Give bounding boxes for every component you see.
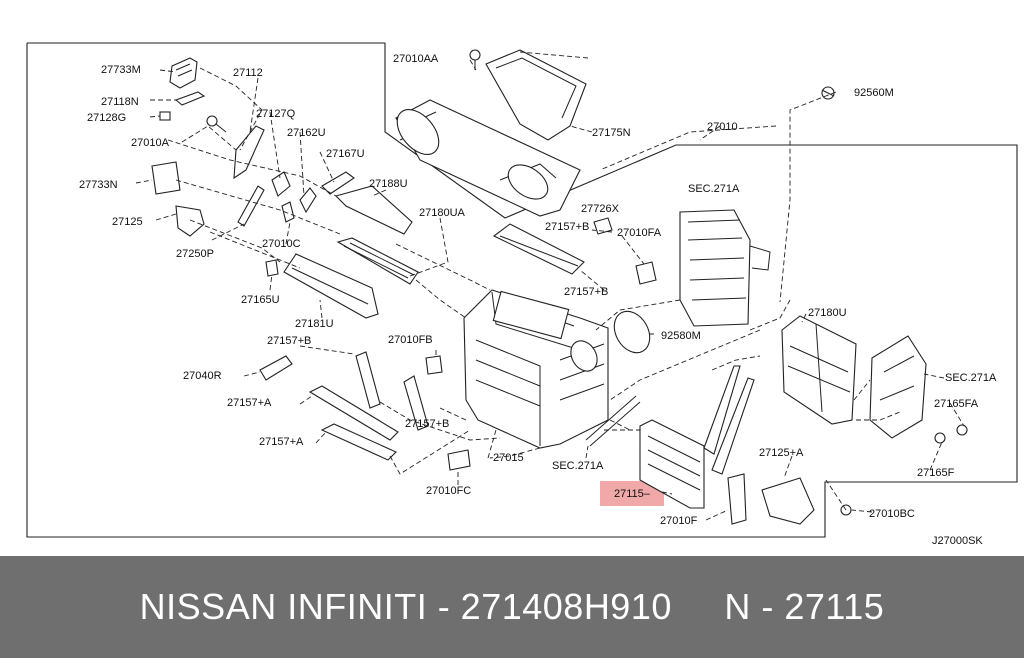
part-27010f [727,473,747,525]
label-27181u: 27181U [295,318,334,330]
label-27162u: 27162U [287,127,326,139]
part-27157a-lower [320,423,397,461]
leader-lines [135,51,965,521]
part-27733m [169,57,198,89]
label-27157a-2: 27157+A [259,436,304,448]
part-27157b-mid [403,375,429,431]
label-sec271a-1: SEC.271A [552,460,604,472]
label-27157b-3: 27157+B [564,286,608,298]
part-27165f [934,432,946,444]
label-27010fa: 27010FA [617,227,662,239]
part-92580m [613,310,651,354]
part-27188u [334,185,413,235]
label-27157b-1: 27157+B [267,335,311,347]
part-27165u [265,259,279,277]
label-27125a: 27125+A [759,447,804,459]
label-27112: 27112 [233,67,263,79]
part-27250p [237,185,265,227]
part-27010fa [635,261,657,285]
label-27167u: 27167U [326,148,365,160]
label-27180ua: 27180UA [419,207,466,219]
part-27010c [281,201,295,223]
label-92580m: 92580M [661,330,701,342]
label-27157b-2: 27157+B [405,418,449,430]
diagram-frame [26,42,1018,538]
part-27112 [233,125,265,180]
part-27010a [206,115,227,133]
label-sec271a-3: SEC.271A [688,183,740,195]
label-27157a-1: 27157+A [227,397,272,409]
label-27015: 27015 [493,452,524,464]
label-27115: 27115– [614,488,651,500]
part-27180u [781,315,857,425]
label-27165u: 27165U [241,294,280,306]
label-27010c: 27010C [262,238,301,250]
label-27180u: 27180U [808,307,847,319]
label-27165fa: 27165FA [934,398,979,410]
part-number-caption: NISSAN INFINITI - 271408H910 N - 27115 [139,586,885,627]
label-27733n: 27733N [79,179,118,191]
part-27733n [151,161,181,195]
part-27167u [321,171,355,195]
label-27128g: 27128G [87,112,126,124]
label-27157b-4: 27157+B [545,221,589,233]
label-27010bc: 27010BC [869,508,915,520]
label-27733m: 27733M [101,64,141,76]
label-27010f: 27010F [660,515,698,527]
part-27157b-left [355,351,381,409]
part-27010aa [469,49,481,70]
part-27175n [395,49,587,217]
label-27125: 27125 [112,216,143,228]
part-27125a [761,477,815,525]
label-27726x: 27726X [581,203,620,215]
label-27010aa: 27010AA [393,53,439,65]
part-27157a-upper [308,385,399,441]
label-27165f: 27165F [917,467,955,479]
part-27157b-upper [492,223,585,275]
part-27165fa [956,424,968,436]
label-27127q: 27127Q [256,108,296,120]
label-27188u: 27188U [369,178,408,190]
parts-diagram: 27733M 27112 27118N 27128G 27127Q 27010A… [26,42,1018,547]
part-blower-housing [869,335,927,439]
label-27010: 27010 [707,121,738,133]
label-sec271a-2: SEC.271A [945,372,997,384]
part-evaporator [679,209,771,327]
label-27118n: 27118N [101,96,139,108]
part-27162u [299,187,317,214]
drawing-code: J27000SK [932,535,983,547]
label-27010fc: 27010FC [426,485,471,497]
part-27128g [159,111,171,121]
part-27040r [259,355,293,381]
part-27127q [271,171,291,197]
part-27125 [175,205,205,237]
footer-bar: NISSAN INFINITI - 271408H910 N - 27115 [0,556,1024,658]
label-92560m: 92560M [854,87,894,99]
label-27040r: 27040R [183,370,222,382]
label-27175n: 27175N [592,127,631,139]
label-27010a: 27010A [131,137,170,149]
label-27250p: 27250P [176,248,214,260]
part-heater-core [639,365,755,509]
part-heater-unit [463,289,609,449]
part-27010fb [425,355,443,375]
part-92560m [821,86,835,100]
part-27118n [174,91,206,106]
part-sec271a-pipe [585,395,641,447]
part-27010fc [447,449,471,471]
label-27010fb: 27010FB [388,334,433,346]
part-27726x [593,217,613,235]
